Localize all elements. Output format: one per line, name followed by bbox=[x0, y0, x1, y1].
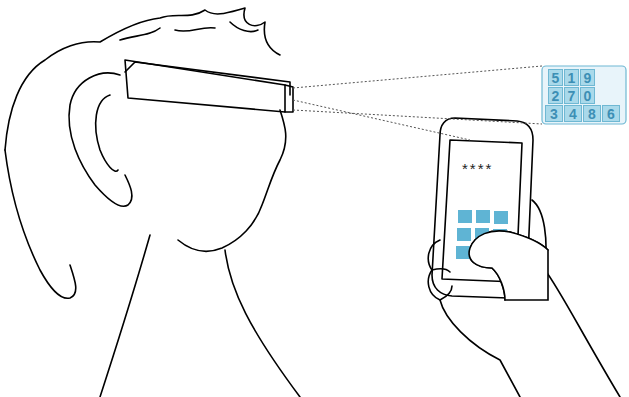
key-tile: 3 bbox=[545, 105, 563, 122]
neck bbox=[100, 235, 300, 397]
hair-strands bbox=[120, 22, 258, 40]
key-digit: 8 bbox=[588, 107, 596, 121]
key-digit: 7 bbox=[568, 89, 576, 103]
glasses-arm bbox=[125, 62, 290, 95]
hand bbox=[428, 200, 620, 397]
thumb-over bbox=[469, 231, 548, 300]
key-digit: 4 bbox=[569, 107, 577, 121]
key-tile: 0 bbox=[580, 87, 595, 104]
key-tile: 1 bbox=[564, 69, 579, 86]
key-tile: 8 bbox=[583, 105, 601, 122]
ear bbox=[69, 73, 132, 206]
key-tile: 4 bbox=[564, 105, 582, 122]
projected-panel bbox=[542, 66, 626, 124]
key-tile: 2 bbox=[548, 87, 563, 104]
key-tile: 6 bbox=[602, 105, 620, 122]
masked-pin: **** bbox=[462, 160, 493, 177]
camera-body bbox=[125, 60, 285, 112]
hair-side bbox=[5, 150, 76, 298]
key-digit: 5 bbox=[552, 71, 560, 85]
key-digit: 9 bbox=[584, 71, 592, 85]
thumb bbox=[469, 231, 548, 300]
key-digit: 1 bbox=[568, 71, 576, 85]
key-tile: 9 bbox=[580, 69, 595, 86]
key-tile: 5 bbox=[548, 69, 563, 86]
key-digit: 2 bbox=[552, 89, 560, 103]
view-lines bbox=[293, 66, 542, 140]
key-digit: 6 bbox=[607, 107, 615, 121]
camera-lens bbox=[285, 85, 293, 112]
key-digit: 3 bbox=[550, 107, 558, 121]
finger-lines bbox=[432, 269, 452, 300]
face-outline bbox=[178, 110, 286, 251]
ear-inner bbox=[96, 95, 118, 171]
head-outline bbox=[5, 8, 280, 150]
key-digit: 0 bbox=[584, 89, 592, 103]
key-tile: 7 bbox=[564, 87, 579, 104]
